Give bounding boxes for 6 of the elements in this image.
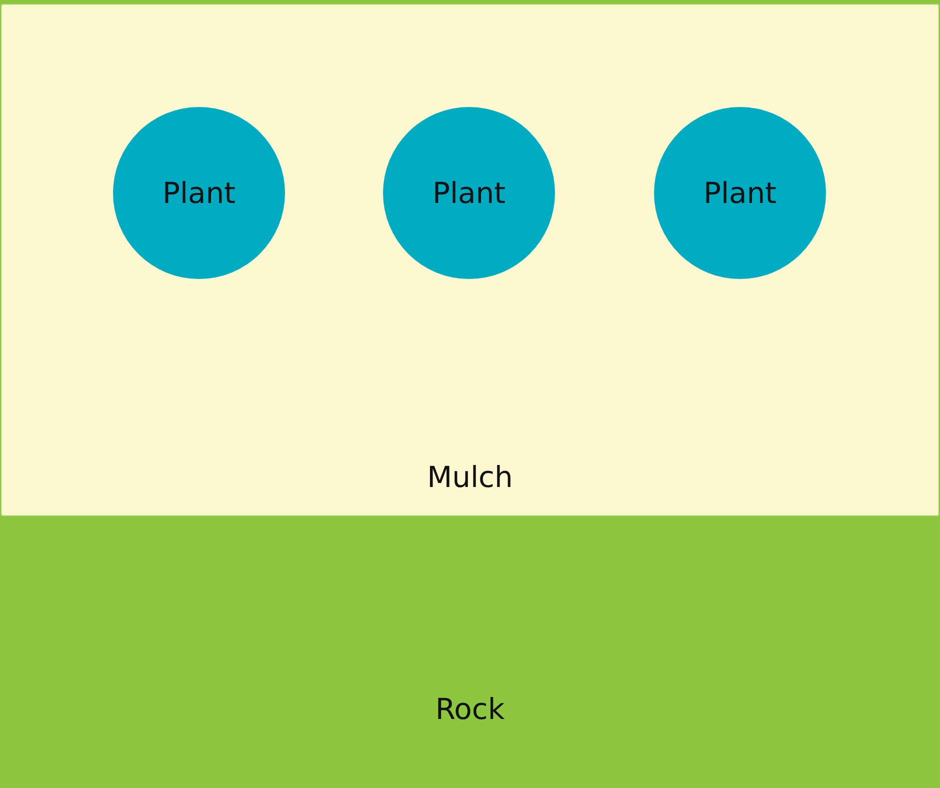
plant-label: Plant	[702, 175, 778, 211]
mulch-label: Mulch	[426, 459, 514, 495]
plant-label: Plant	[161, 175, 237, 211]
mulch-layer	[1, 4, 939, 516]
rock-label: Rock	[434, 691, 506, 727]
plant-label: Plant	[431, 175, 507, 211]
